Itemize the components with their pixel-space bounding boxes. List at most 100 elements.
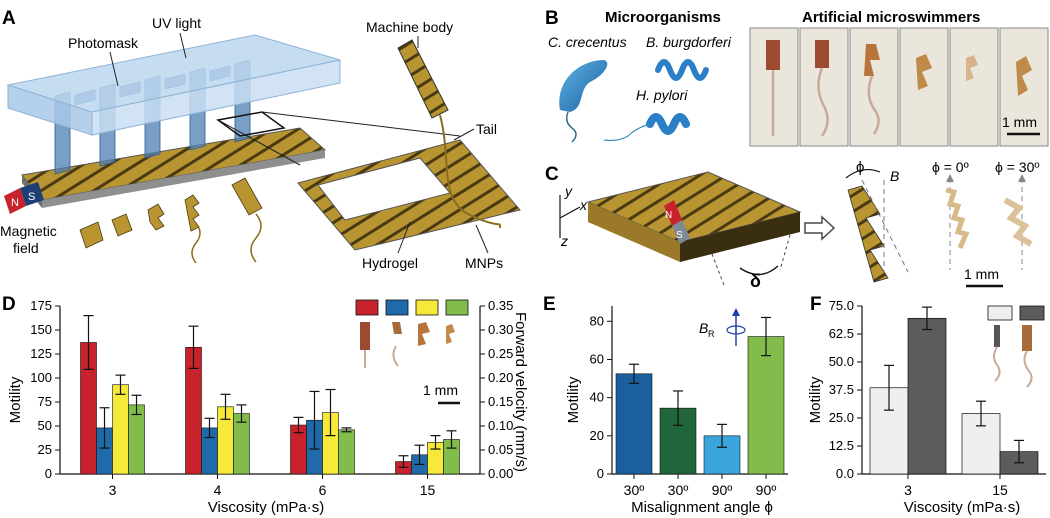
d-xtick-label: 6 <box>319 482 327 498</box>
c-crecentus-label: C. crecentus <box>548 34 627 50</box>
panel-b: B Microorganisms Artificial microswimmer… <box>545 8 1049 147</box>
d-legend-swatch <box>355 299 379 316</box>
d-xtick-label: 3 <box>109 482 117 498</box>
d-ytick-right-label: 0.25 <box>488 346 513 361</box>
leader <box>109 51 119 87</box>
leader <box>475 224 489 254</box>
magnet-s-label-c: S <box>676 230 683 241</box>
e-ytick-label: 40 <box>590 390 604 405</box>
e-xtick-label: 30º <box>668 482 689 498</box>
d-ylabel: Motility <box>7 376 24 423</box>
sample-block <box>586 171 802 262</box>
panel-c: C y x z N S δ ϕ B <box>545 159 1039 291</box>
d-xtick-label: 4 <box>214 482 222 498</box>
d-ytick-label: 150 <box>30 322 52 337</box>
magnet-n-label: N <box>11 197 19 209</box>
magnet-n-label-c: N <box>665 210 672 221</box>
f-ytick-label: 0.0 <box>836 466 854 481</box>
angle-line <box>711 253 725 286</box>
zoom-box <box>216 111 286 137</box>
flagellum <box>565 111 577 143</box>
d-ytick-right-label: 0.10 <box>488 418 513 433</box>
f-bar <box>907 317 947 475</box>
flagellum <box>603 123 651 142</box>
d-ytick-label: 50 <box>38 418 52 433</box>
magnet-s-label: S <box>28 191 35 203</box>
swimmers-row <box>79 177 263 249</box>
leader <box>453 128 475 141</box>
f-ytick-label: 50.0 <box>829 354 854 369</box>
d-bar <box>112 384 129 475</box>
artificial-title: Artificial microswimmers <box>802 9 980 26</box>
f-xtick-label: 15 <box>992 482 1008 498</box>
f-ytick-label: 37.5 <box>829 382 854 397</box>
panel-label-c: C <box>545 164 559 185</box>
delta-arc <box>739 265 779 276</box>
enlarged-film <box>297 139 521 251</box>
e-bar <box>747 336 785 475</box>
d-ytick-label: 25 <box>38 442 52 457</box>
d-ytick-right-label: 0.30 <box>488 322 513 337</box>
d-bar <box>338 429 355 475</box>
phi0-label: ϕ = 0º <box>932 159 969 175</box>
br-label: B <box>699 320 708 336</box>
d-ytick-right-label: 0.05 <box>488 442 513 457</box>
leader <box>179 32 187 59</box>
phi30-label: ϕ = 30º <box>995 159 1039 175</box>
e-ytick-label: 20 <box>590 428 604 443</box>
d-ytick-right-label: 0.00 <box>488 466 513 481</box>
b-field-label: B <box>890 168 899 184</box>
h-pylori-label: H. pylori <box>636 87 688 103</box>
e-xtick-label: 90º <box>756 482 777 498</box>
helix-phi <box>845 168 909 283</box>
b-burgdorferi-cell <box>655 59 709 81</box>
tail-label: Tail <box>476 121 497 137</box>
d-ytick-label: 125 <box>30 346 52 361</box>
e-ytick-label: 80 <box>590 313 604 328</box>
c-crecentus-cell <box>559 60 608 112</box>
f-legend-swatch <box>1019 305 1045 321</box>
hollow-arrow <box>804 215 836 241</box>
angle-line <box>779 234 791 271</box>
f-xtick-label: 3 <box>904 482 912 498</box>
mnps-label: MNPs <box>465 255 503 271</box>
scale-label-b: 1 mm <box>1002 114 1037 130</box>
panel-label-f: F <box>810 294 822 315</box>
axis-z-label: z <box>560 233 568 249</box>
machine-body <box>397 39 502 229</box>
e-ytick-label: 60 <box>590 351 604 366</box>
f-ytick-label: 62.5 <box>829 326 854 341</box>
uv-light-label: UV light <box>152 15 201 31</box>
f-ylabel: Motility <box>807 376 824 423</box>
photo-phi30 <box>1003 174 1033 270</box>
f-ytick-label: 12.5 <box>829 438 854 453</box>
d-ytick-right-label: 0.20 <box>488 370 513 385</box>
photomask-label: Photomask <box>68 35 139 51</box>
h-pylori-cell <box>646 113 690 135</box>
scale-label-d: 1 mm <box>423 382 458 398</box>
zoom-line <box>261 111 461 137</box>
panel-label-d: D <box>2 294 16 315</box>
e-br-field <box>726 308 746 346</box>
panel-label-b: B <box>545 8 559 29</box>
e-xlabel: Misalignment angle ϕ <box>631 499 773 516</box>
e-xtick-label: 90º <box>712 482 733 498</box>
d-bar <box>128 404 145 475</box>
hydrogel-label: Hydrogel <box>362 255 418 271</box>
axes-triad <box>559 195 581 238</box>
d-xlabel: Viscosity (mPa·s) <box>208 499 324 516</box>
f-legend-swatch <box>987 305 1013 321</box>
photomask-box <box>6 34 341 136</box>
microswimmer-photos <box>749 27 1049 147</box>
d-legend-swatch <box>415 299 439 316</box>
f-ytick-label: 75.0 <box>829 298 854 313</box>
panel-label-a: A <box>2 8 16 29</box>
phi-label: ϕ <box>856 159 864 176</box>
d-legend-swatch <box>385 299 409 316</box>
f-ytick-label: 25.0 <box>829 410 854 425</box>
panel-e-chart: E Motility Misalignment angle ϕ B R 0204… <box>543 294 788 516</box>
e-bar <box>615 373 653 475</box>
panel-f-chart: F Motility Viscosity (mPa·s) 0.012.525.0… <box>807 294 1046 516</box>
magnet: N S <box>4 182 44 214</box>
d-ytick-right-label: 0.35 <box>488 298 513 313</box>
